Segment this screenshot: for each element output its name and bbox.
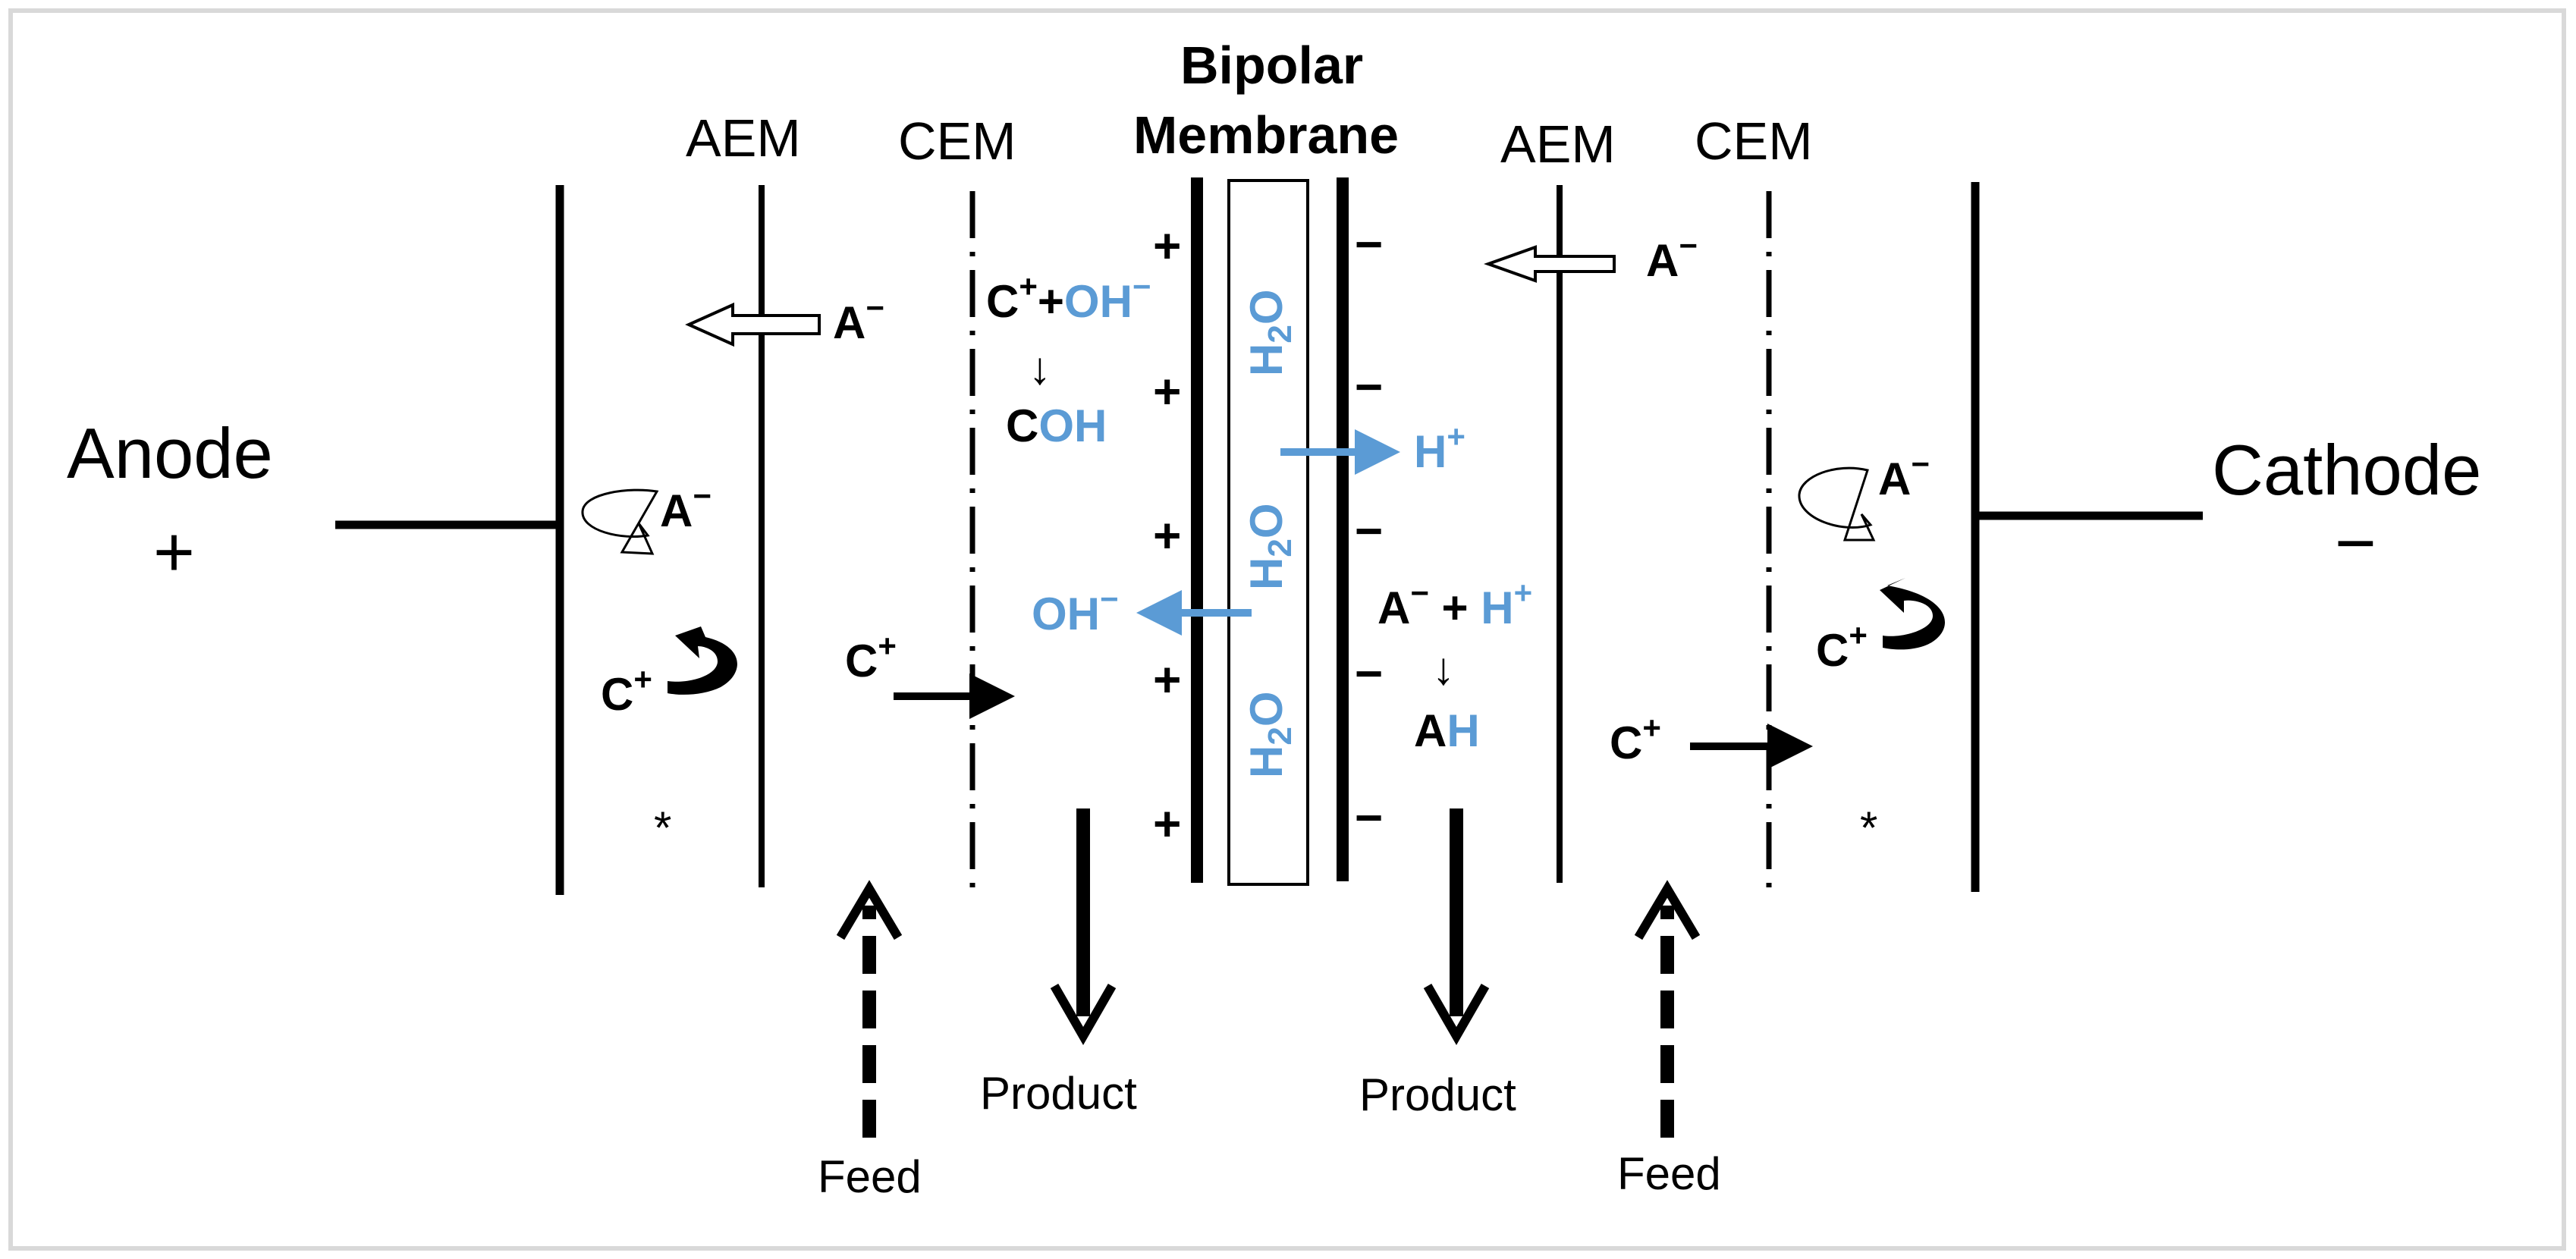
charge-minus: − bbox=[1355, 646, 1383, 701]
curved-arrow-icon bbox=[1798, 466, 1876, 542]
charge-minus: − bbox=[1355, 359, 1383, 414]
left-product-label: Product bbox=[980, 1068, 1137, 1119]
cation-label: C+ bbox=[845, 628, 897, 686]
right-aem-label: AEM bbox=[1500, 115, 1616, 174]
left-cation-transfer: C+ bbox=[845, 628, 1015, 719]
asterisk: * bbox=[1860, 802, 1877, 853]
hollow-arrow-icon bbox=[1484, 245, 1616, 283]
svg-text:H2O: H2O bbox=[1241, 290, 1299, 377]
svg-text:A− + H+: A− + H+ bbox=[1378, 575, 1532, 633]
anode-chamber-ions: A− C+ * bbox=[581, 478, 737, 853]
anion-label: A− bbox=[1878, 446, 1930, 504]
proton-label: H+ bbox=[1414, 419, 1465, 477]
svg-text:C++OH−: C++OH− bbox=[986, 268, 1151, 327]
right-feed-label: Feed bbox=[1617, 1148, 1721, 1199]
down-arrow-icon: ↓ bbox=[1029, 343, 1051, 394]
cation-label: C+ bbox=[1816, 617, 1868, 676]
right-product-label: Product bbox=[1359, 1069, 1516, 1120]
bipolar-right-charges: − − − − − bbox=[1355, 217, 1383, 845]
bipolar-label-line1: Bipolar bbox=[1180, 36, 1363, 95]
anion-label: A− bbox=[1646, 228, 1698, 286]
left-product-flow: Product bbox=[980, 808, 1137, 1119]
anode: Anode + bbox=[67, 185, 564, 895]
anode-sign: + bbox=[153, 512, 195, 592]
water-middle: H2O bbox=[1241, 504, 1299, 591]
right-product-flow: Product bbox=[1359, 808, 1516, 1120]
asterisk: * bbox=[654, 802, 671, 853]
svg-text:AH: AH bbox=[1414, 705, 1480, 756]
left-anion-transfer: A− bbox=[685, 290, 884, 348]
anion-label: A− bbox=[833, 290, 884, 348]
charge-minus: − bbox=[1355, 504, 1383, 558]
cathode: Cathode − bbox=[1971, 182, 2481, 892]
right-aem: AEM bbox=[1500, 115, 1616, 883]
hydroxide-label: OH− bbox=[1032, 581, 1119, 639]
charge-plus: + bbox=[1153, 364, 1181, 419]
hydroxide-release: OH− bbox=[1032, 581, 1252, 639]
charge-minus: − bbox=[1355, 217, 1383, 272]
left-aem-label: AEM bbox=[686, 108, 801, 168]
down-arrow-icon: ↓ bbox=[1432, 643, 1455, 694]
charge-plus: + bbox=[1153, 508, 1181, 563]
left-cem-label: CEM bbox=[898, 111, 1016, 171]
right-anion-transfer: A− bbox=[1484, 228, 1698, 286]
charge-plus: + bbox=[1153, 796, 1181, 851]
charge-plus: + bbox=[1153, 218, 1181, 273]
cation-label: C+ bbox=[601, 661, 652, 720]
bipolar-label-line2: Membrane bbox=[1133, 105, 1399, 165]
acid-formation: A− + H+ ↓ AH bbox=[1378, 575, 1532, 756]
left-feed-flow: Feed bbox=[818, 880, 922, 1202]
proton-release: H+ bbox=[1280, 419, 1465, 477]
curved-arrow-icon bbox=[668, 626, 737, 695]
cathode-chamber-ions: A− C+ * bbox=[1798, 446, 1946, 853]
bipolar-left-charges: + + + + + bbox=[1153, 218, 1181, 851]
bipolar-membrane: Bipolar Membrane bbox=[1133, 36, 1399, 886]
hollow-arrow-icon bbox=[685, 302, 821, 347]
cation-label: C+ bbox=[1610, 710, 1661, 768]
right-cem: CEM bbox=[1695, 111, 1813, 893]
cathode-sign: − bbox=[2335, 503, 2377, 582]
frame-border bbox=[8, 8, 2566, 1251]
svg-text:H2O: H2O bbox=[1241, 504, 1299, 591]
left-aem: AEM bbox=[686, 108, 801, 887]
water-top: H2O bbox=[1241, 290, 1299, 377]
right-cem-label: CEM bbox=[1695, 111, 1813, 171]
anode-label: Anode bbox=[67, 413, 273, 493]
curved-arrow-icon bbox=[581, 488, 659, 555]
base-formation: C++OH− ↓ COH bbox=[986, 268, 1151, 451]
water-bottom: H2O bbox=[1241, 692, 1299, 779]
charge-plus: + bbox=[1153, 652, 1181, 707]
anion-label: A− bbox=[660, 478, 712, 536]
right-cation-transfer: C+ bbox=[1610, 710, 1813, 769]
svg-text:H2O: H2O bbox=[1241, 692, 1299, 779]
cathode-label: Cathode bbox=[2212, 430, 2481, 510]
curved-arrow-icon bbox=[1880, 578, 1946, 650]
left-cem: CEM bbox=[898, 111, 1016, 895]
left-feed-label: Feed bbox=[818, 1151, 922, 1202]
svg-text:COH: COH bbox=[1006, 400, 1107, 451]
right-feed-flow: Feed bbox=[1617, 880, 1721, 1199]
charge-minus: − bbox=[1355, 790, 1383, 845]
